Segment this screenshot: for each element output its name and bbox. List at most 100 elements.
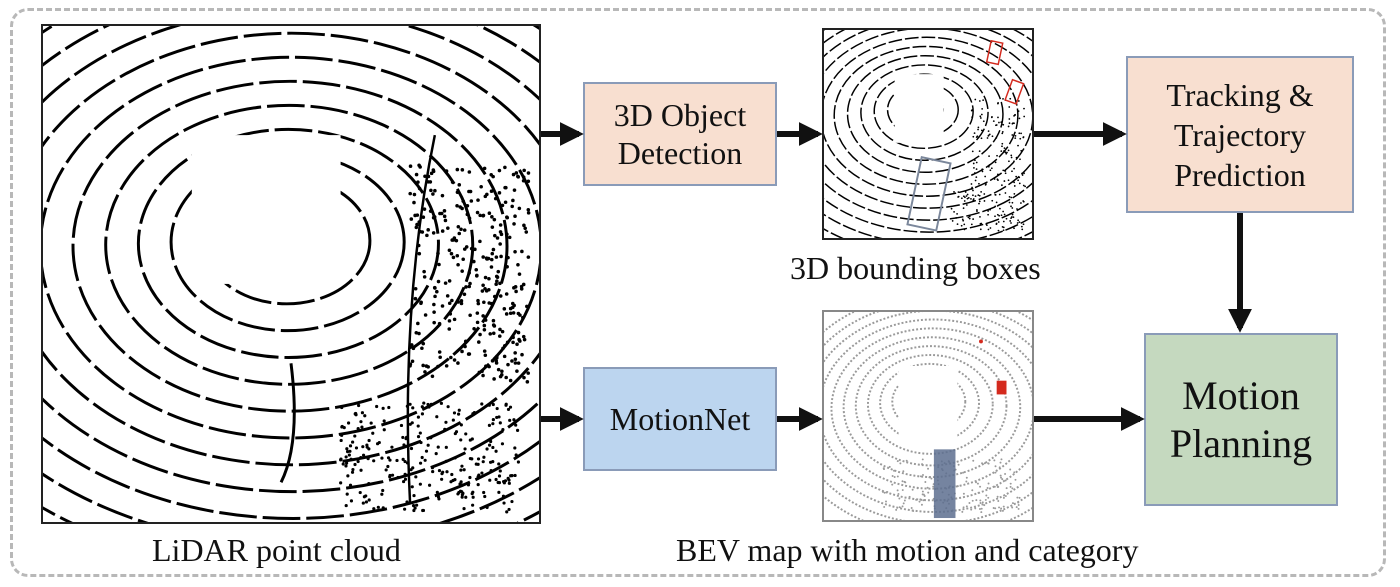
- lidar-point: [363, 414, 367, 418]
- det-point: [983, 193, 986, 195]
- det-point: [975, 168, 978, 171]
- lidar-point: [513, 214, 517, 218]
- lidar-point: [429, 402, 433, 406]
- bev-ring: [866, 354, 994, 455]
- lidar-point: [497, 490, 501, 494]
- lidar-point: [468, 313, 472, 318]
- lidar-point: [507, 235, 512, 240]
- det-ring: [824, 30, 1032, 233]
- bev-cell: [994, 471, 997, 474]
- lidar-point: [483, 494, 487, 499]
- bev-cell: [928, 476, 931, 479]
- lidar-point: [361, 453, 366, 457]
- lidar-point: [365, 445, 369, 449]
- bev-cell: [979, 508, 981, 510]
- lidar-point: [423, 458, 427, 462]
- lidar-point: [356, 427, 360, 431]
- lidar-point: [526, 211, 531, 215]
- lidar-point: [359, 468, 363, 472]
- lidar-point: [506, 407, 511, 411]
- lidar-point: [521, 178, 526, 183]
- lidar-point: [418, 461, 423, 465]
- lidar-point: [505, 264, 509, 269]
- lidar-point: [472, 259, 476, 264]
- lidar-point: [442, 214, 447, 219]
- lidar-point: [512, 222, 516, 226]
- lidar-point: [420, 405, 424, 409]
- det-point: [978, 194, 981, 197]
- det-point: [1022, 184, 1025, 187]
- lidar-point: [465, 203, 470, 208]
- det-point: [968, 215, 971, 218]
- lidar-point: [502, 501, 506, 505]
- lidar-point: [430, 466, 435, 470]
- det-point: [981, 168, 984, 171]
- bev-cell: [916, 487, 919, 490]
- bev-cell: [899, 462, 902, 465]
- lidar-point: [403, 477, 408, 481]
- lidar-point: [457, 412, 461, 416]
- lidar-ring: [71, 79, 509, 413]
- det-point: [972, 135, 975, 138]
- tracking-box: Tracking & Trajectory Prediction: [1126, 56, 1354, 213]
- det-point: [957, 191, 960, 193]
- lidar-point: [510, 305, 515, 310]
- lidar-point: [500, 329, 505, 334]
- lidar-point: [463, 447, 467, 451]
- det-point: [987, 213, 989, 216]
- lidar-point: [461, 257, 465, 262]
- lidar-point: [506, 362, 510, 367]
- lidar-point: [493, 233, 497, 238]
- lidar-point: [440, 304, 445, 308]
- bev-cell: [886, 490, 889, 493]
- det-point: [972, 162, 975, 165]
- lidar-point: [522, 337, 527, 342]
- lidar-point: [495, 406, 499, 411]
- lidar-point: [464, 495, 468, 499]
- lidar-point: [411, 504, 416, 508]
- lidar-point: [497, 462, 501, 466]
- lidar-point: [491, 323, 496, 327]
- lidar-point: [413, 286, 418, 291]
- lidar-point: [420, 455, 424, 460]
- lidar-point: [426, 365, 430, 369]
- lidar-point: [463, 339, 468, 344]
- bev-cell: [893, 476, 896, 478]
- lidar-point: [344, 464, 348, 468]
- bev-cell: [970, 508, 973, 511]
- det-point: [1008, 118, 1011, 120]
- det-point: [1001, 184, 1003, 187]
- det-point: [964, 196, 966, 199]
- lidar-point: [493, 196, 498, 201]
- bev-cell: [977, 491, 980, 494]
- lidar-point: [463, 344, 467, 349]
- det-point: [1023, 172, 1025, 175]
- lidar-point: [456, 300, 460, 304]
- lidar-point: [504, 403, 508, 407]
- lidar-point: [478, 239, 482, 244]
- bev-cell: [979, 499, 982, 502]
- lidar-point: [470, 457, 474, 461]
- lidar-point: [428, 180, 433, 184]
- bev-cell: [1017, 501, 1020, 504]
- bev-cell: [971, 499, 974, 502]
- lidar-point: [465, 212, 470, 217]
- lidar-point: [481, 460, 485, 464]
- bev-cell: [956, 485, 959, 488]
- bev-cell: [993, 485, 996, 488]
- bev-cell: [1000, 507, 1003, 510]
- det-point: [977, 194, 980, 197]
- lidar-point: [478, 213, 482, 218]
- lidar-point: [411, 466, 415, 470]
- lidar-point: [457, 408, 461, 412]
- lidar-point: [381, 506, 385, 510]
- lidar-point: [449, 355, 453, 360]
- bev-point-red: [979, 339, 983, 344]
- det-point: [971, 173, 974, 176]
- det-point: [1004, 172, 1007, 175]
- lidar-point: [454, 238, 459, 243]
- det-point: [1018, 176, 1021, 179]
- det-point: [963, 200, 966, 202]
- det-point: [1002, 210, 1005, 213]
- lidar-point: [507, 478, 511, 482]
